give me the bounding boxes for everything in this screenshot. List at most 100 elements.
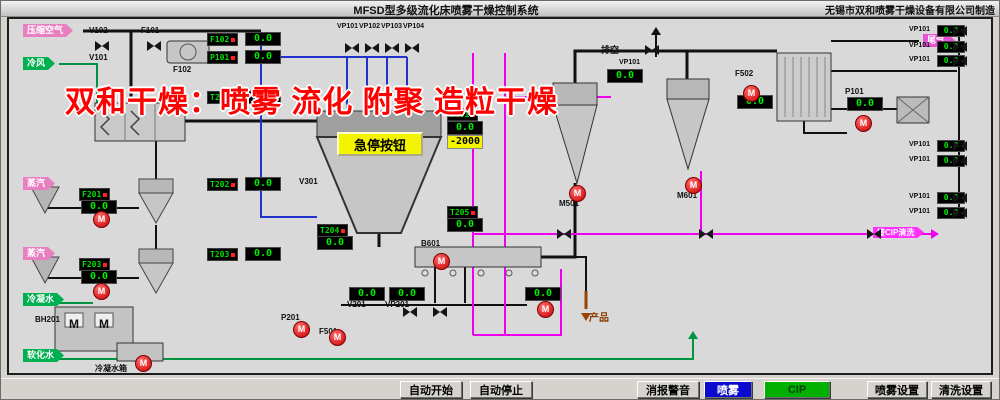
instrument-tag: T201 (207, 91, 239, 104)
device-label: VP201 (385, 300, 410, 309)
pipe-line (561, 256, 587, 291)
alarm-dot-icon (471, 112, 476, 117)
alarm-dot-icon (341, 228, 346, 233)
device-label: VP101 (909, 56, 931, 63)
pump-icon[interactable]: M (537, 301, 554, 318)
auto-stop-button[interactable]: 自动停止 (470, 381, 532, 398)
device-label: 冷凝水箱 (95, 364, 127, 373)
device-label: 排空 (601, 45, 620, 55)
valve-icon[interactable] (867, 229, 881, 239)
device-label: V201 (347, 300, 366, 309)
device-label: F502 (735, 69, 754, 78)
pump-icon[interactable]: M (93, 211, 110, 228)
valve-icon[interactable] (953, 208, 967, 218)
flow-arrow-icon (651, 27, 661, 35)
device-label: VP101 (909, 42, 931, 49)
instrument-tag-text: T202 (210, 180, 230, 189)
value-display: 0.0 (607, 69, 643, 83)
pump-icon[interactable]: M (855, 115, 872, 132)
pump-icon[interactable]: M (433, 253, 450, 270)
valve-icon[interactable] (403, 307, 417, 317)
valve-icon[interactable] (699, 229, 713, 239)
valve-icon[interactable] (433, 307, 447, 317)
manufacturer-label: 无锡市双和喷雾干燥设备有限公司制造 (825, 6, 995, 17)
instrument-tag: T203 (207, 248, 239, 261)
device-label: V101 (89, 53, 108, 62)
value-display: 0.0 (81, 270, 117, 284)
value-display: 0.0 (447, 218, 483, 232)
pump-icon[interactable]: M (685, 177, 702, 194)
valve-icon[interactable] (345, 43, 359, 53)
instrument-tag-text: F102 (210, 35, 230, 44)
pump-icon[interactable]: M (743, 85, 760, 102)
device-label: V102 (89, 26, 108, 35)
value-display: 0.0 (389, 287, 425, 301)
device-label: 产品 (589, 313, 609, 324)
device-label: M501 (559, 199, 580, 208)
pump-icon[interactable]: M (329, 329, 346, 346)
instrument-tag-text: T205 (450, 208, 470, 217)
valve-icon[interactable] (365, 43, 379, 53)
flow-tag: 蒸汽 (23, 247, 55, 260)
device-label: VP101 (909, 26, 931, 33)
cip-button[interactable]: CIP (764, 381, 830, 398)
instrument-tag-text: T201 (210, 93, 230, 102)
flow-tag: 压缩空气 (23, 24, 73, 37)
valve-icon[interactable] (95, 41, 109, 51)
pump-icon[interactable]: M (293, 321, 310, 338)
instrument-tag: F102 (207, 33, 239, 46)
device-label: VP101 (909, 208, 931, 215)
emergency-stop-button[interactable]: 急停按钮 (337, 132, 423, 156)
title-bar: MFSD型多级流化床喷雾干燥控制系统 无锡市双和喷雾干燥设备有限公司制造 (1, 1, 999, 17)
device-label: M (69, 317, 79, 331)
alarm-dot-icon (231, 37, 236, 42)
valve-icon[interactable] (953, 42, 967, 52)
device-label: VP101 (909, 141, 931, 148)
spray-button[interactable]: 喷雾 (704, 381, 752, 398)
valve-icon[interactable] (557, 229, 571, 239)
mute-alarm-button[interactable]: 消报警音 (637, 381, 699, 398)
device-label: VP102 (359, 23, 381, 30)
valve-icon[interactable] (953, 193, 967, 203)
value-display: 0.0 (317, 236, 353, 250)
flow-tag: 接CIP清洗 (873, 227, 924, 238)
device-label: F101 (141, 26, 160, 35)
device-label: P101 (845, 87, 864, 96)
instrument-tag-text: F201 (82, 190, 102, 199)
valve-icon[interactable] (953, 141, 967, 151)
pump-icon[interactable]: M (569, 185, 586, 202)
flow-arrow-icon (581, 313, 591, 321)
flow-tag: 冷凝水 (23, 293, 64, 306)
flow-arrow-icon (688, 331, 698, 339)
valve-icon[interactable] (405, 43, 419, 53)
value-display: 0.0 (245, 50, 281, 64)
cyclone-b (138, 248, 174, 295)
instrument-tag-text: T401 (450, 110, 470, 119)
silencer (896, 96, 930, 124)
valve-icon[interactable] (645, 45, 659, 55)
valve-icon[interactable] (953, 56, 967, 66)
instrument-tag: T401 (447, 108, 479, 121)
flow-arrow-icon (931, 229, 939, 239)
spray-settings-button[interactable]: 喷雾设置 (867, 381, 927, 398)
pump-icon[interactable]: M (135, 355, 152, 372)
valve-icon[interactable] (147, 41, 161, 51)
device-label: B601 (421, 239, 441, 248)
device-label: VP101 (909, 193, 931, 200)
instrument-tag-text: T204 (320, 226, 340, 235)
clean-settings-button[interactable]: 清洗设置 (931, 381, 991, 398)
pump-icon[interactable]: M (93, 283, 110, 300)
auto-start-button[interactable]: 自动开始 (400, 381, 462, 398)
valve-icon[interactable] (953, 156, 967, 166)
flow-tag: 软化水 (23, 349, 64, 362)
value-display: 0.0 (245, 32, 281, 46)
valve-icon[interactable] (385, 43, 399, 53)
bag-filter (776, 52, 832, 122)
valve-icon[interactable] (953, 26, 967, 36)
main-cyclone-2 (666, 78, 710, 171)
value-display: 0.0 (447, 121, 483, 135)
value-display: 0.0 (245, 90, 281, 104)
device-label: BH201 (35, 315, 60, 324)
